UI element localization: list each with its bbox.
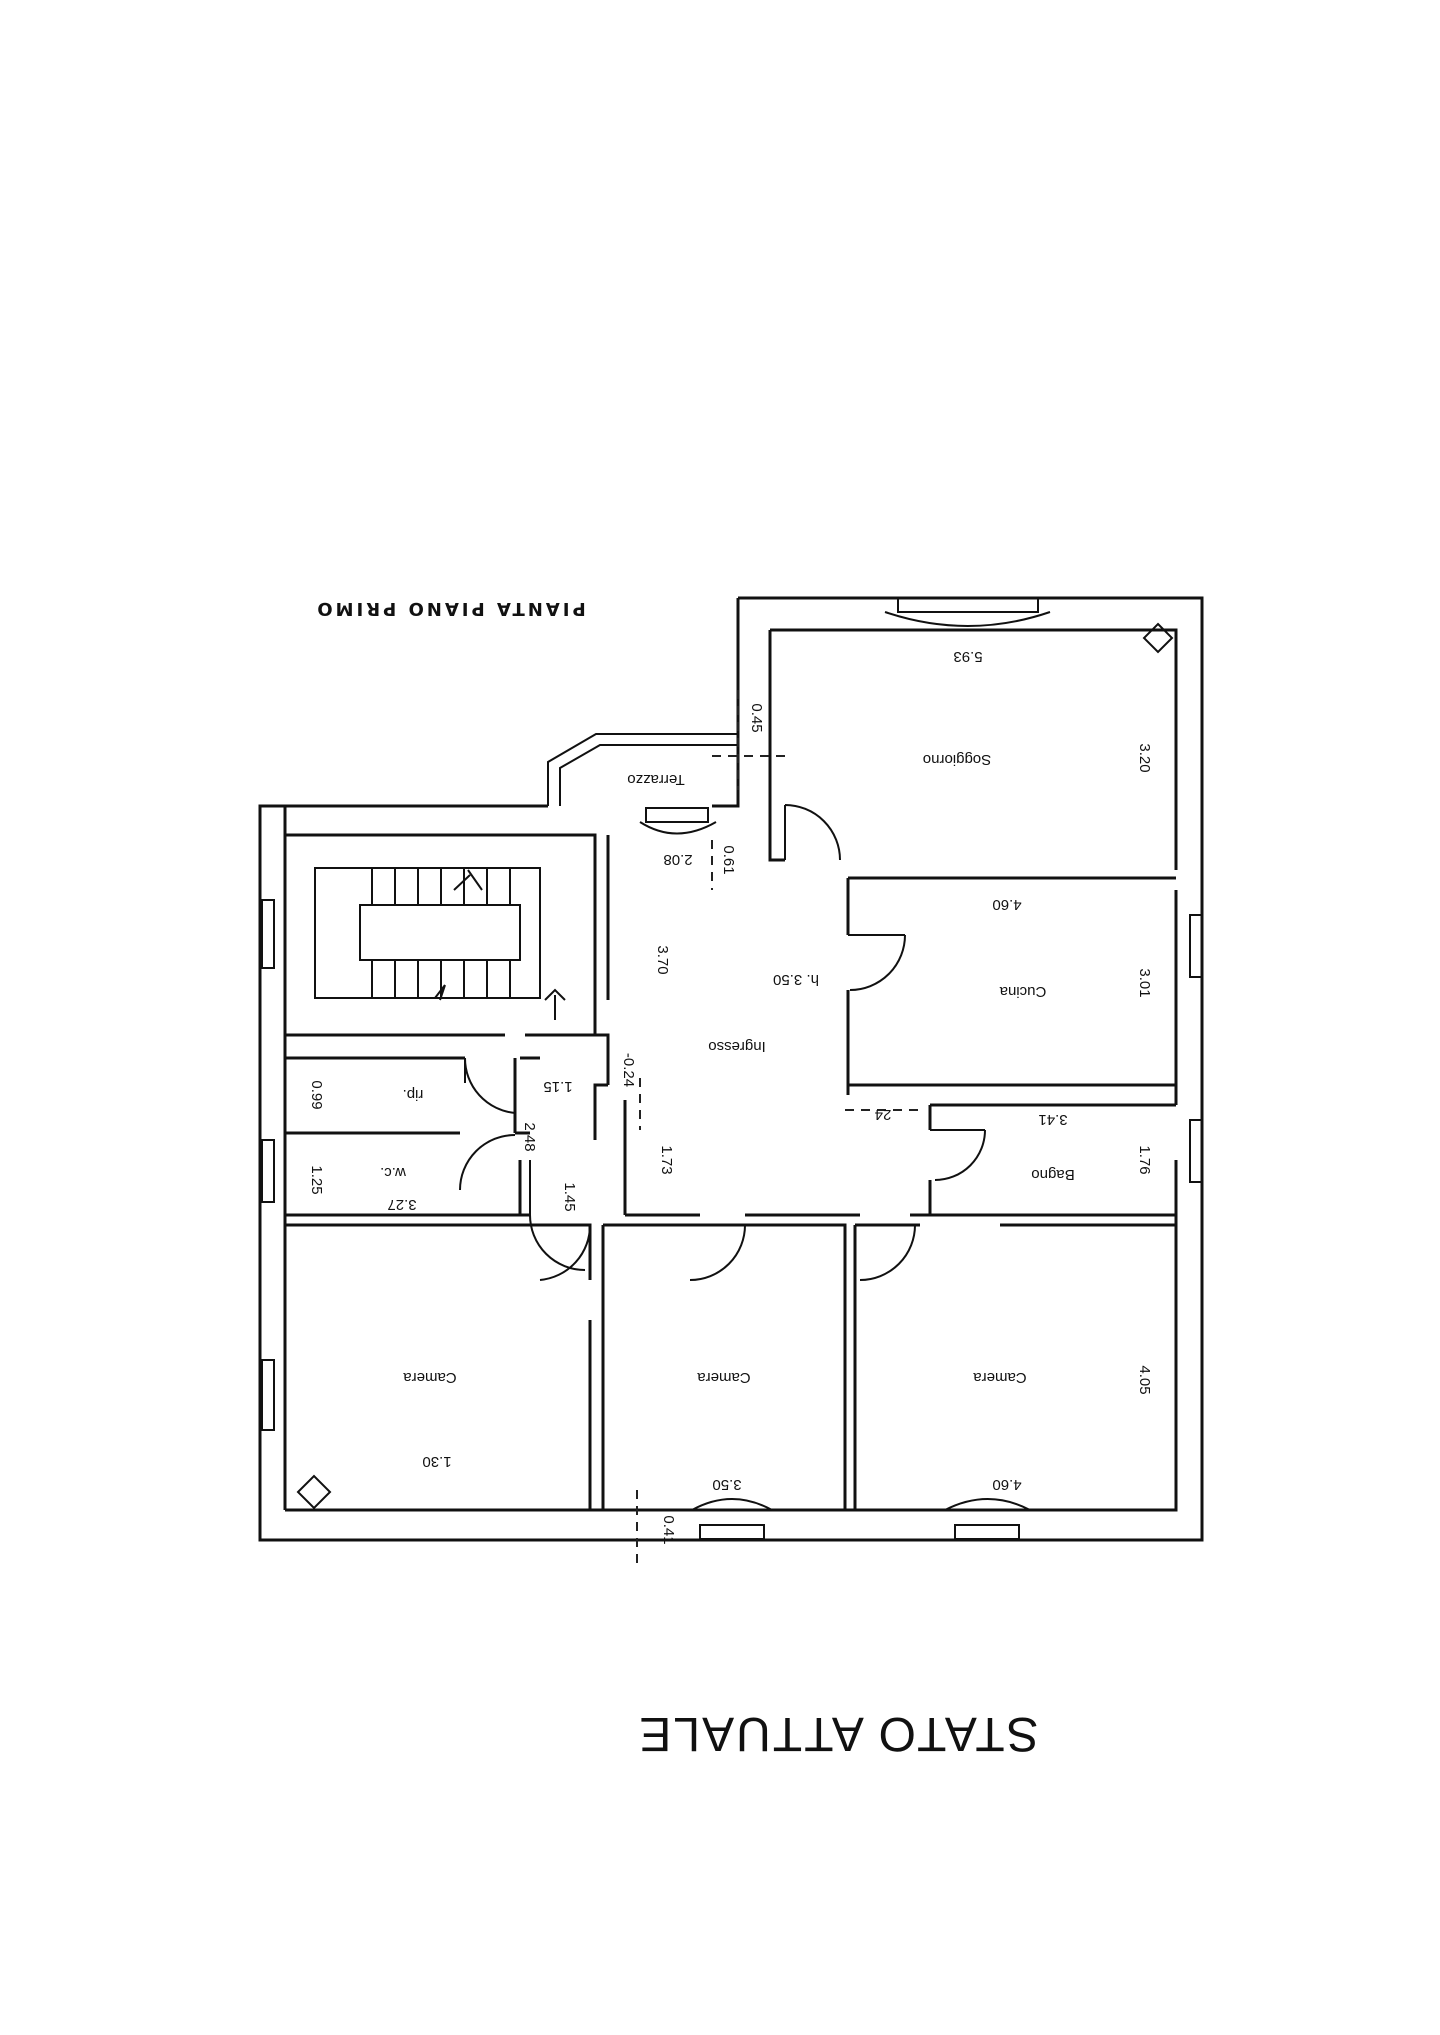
dim-cucina-width: 4.60 (992, 896, 1021, 913)
label-soggiorno: Soggiorno (923, 751, 991, 768)
dim-wc-1-25: 1.25 (308, 1165, 325, 1194)
dimension-labels: 5.93 3.20 0.45 0.61 2.08 3.70 4.60 3.01 … (308, 648, 1153, 1545)
label-wc: w.c. (380, 1164, 407, 1181)
label-terrazzo: Terrazzo (627, 771, 685, 788)
label-rip: rip. (403, 1086, 424, 1103)
dim-wc-3-27: 3.27 (387, 1196, 416, 1213)
room-labels: Soggiorno Terrazzo Cucina Ingresso h. 3.… (380, 751, 1075, 1386)
dim-rip-0-99: 0.99 (308, 1080, 325, 1109)
dim-hall-1-45: 1.45 (561, 1182, 578, 1211)
status-title: STATO ATTUALE (637, 1707, 1038, 1760)
label-camera-right: Camera (973, 1369, 1027, 1386)
dim-ingresso-0-24: -0.24 (620, 1053, 637, 1087)
dim-bagno-width: 3.41 (1038, 1111, 1067, 1128)
section-lines (636, 690, 920, 1570)
dim-camera-right-depth: 4.05 (1136, 1365, 1153, 1394)
dim-bagno-depth: 1.76 (1136, 1145, 1153, 1174)
label-bagno: Bagno (1031, 1166, 1074, 1183)
dim-soggiorno-depth: 3.20 (1136, 743, 1153, 772)
dim-hall-24: 24 (875, 1106, 892, 1123)
dim-entry-2-08: 2.08 (663, 851, 692, 868)
dim-camera-mid-width: 3.50 (712, 1476, 741, 1493)
dim-cucina-depth: 3.01 (1136, 968, 1153, 997)
dim-rip-1-15: 1.15 (543, 1078, 572, 1095)
dim-ingresso-3-70: 3.70 (654, 945, 671, 974)
exterior-walls (258, 596, 1204, 1542)
doors (459, 804, 986, 1281)
dim-camera-left-width: 1.30 (422, 1453, 451, 1470)
label-camera-mid: Camera (697, 1369, 751, 1386)
dim-hall-1-73: 1.73 (658, 1145, 675, 1174)
label-ingresso-height: h. 3.50 (773, 971, 819, 988)
windows (261, 597, 1203, 1540)
plan-title: PIANTA PIANO PRIMO (314, 598, 585, 619)
dim-wc-2-48: 2.48 (521, 1122, 538, 1151)
label-camera-left: Camera (403, 1369, 457, 1386)
dim-camera-right-width: 4.60 (992, 1476, 1021, 1493)
dim-terrazzo-offset: 0.45 (748, 703, 765, 732)
terrazzo-outline (547, 733, 738, 806)
dim-bottom-0-41: 0.41 (660, 1515, 677, 1544)
corner-markers (296, 622, 1174, 1510)
dim-entry-0-61: 0.61 (720, 845, 737, 874)
label-cucina: Cucina (999, 983, 1046, 1000)
label-ingresso: Ingresso (708, 1038, 766, 1055)
interior-walls (285, 833, 1176, 1510)
dim-soggiorno-width: 5.93 (953, 648, 982, 665)
